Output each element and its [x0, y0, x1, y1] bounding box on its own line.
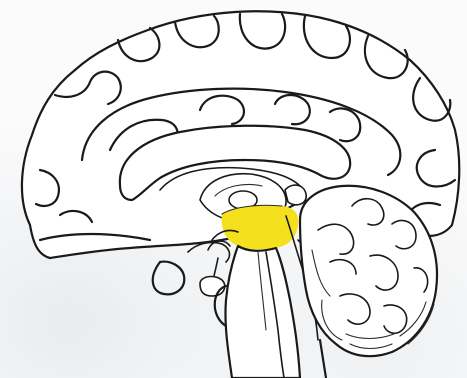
brainstem	[225, 246, 300, 378]
spinal-cord	[320, 340, 326, 378]
pituitary-gland	[200, 277, 225, 296]
highlighted-region	[222, 205, 299, 249]
optic-chiasm	[188, 242, 229, 262]
pineal-body	[285, 185, 306, 205]
temporal-lobe	[153, 262, 185, 295]
